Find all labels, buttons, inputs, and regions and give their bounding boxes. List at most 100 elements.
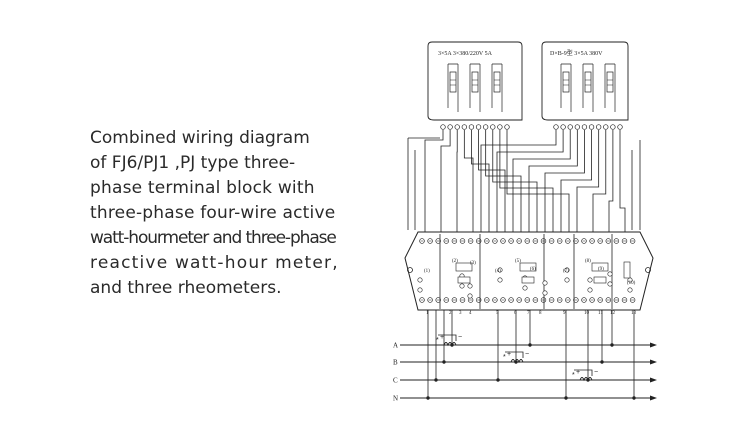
- meter-terminal: [483, 124, 489, 130]
- ct-primary-mark: *: [436, 337, 439, 344]
- caption-line-3: phase terminal block with: [90, 178, 315, 198]
- right-bus-wire: [631, 140, 641, 230]
- active-meter-wire: [440, 130, 451, 238]
- reactive-meter-terminals: [553, 124, 623, 130]
- meter-terminal: [581, 124, 588, 130]
- unit-label-4: (4): [495, 269, 501, 274]
- active-meter-wire: [492, 130, 538, 238]
- inner-terminal: [564, 267, 570, 273]
- active-meter-coils: [447, 63, 503, 112]
- inner-terminal: [467, 293, 473, 299]
- caption-line-2: of FJ6/PJ1 ,PJ type three-: [90, 153, 296, 173]
- wire-layer: [407, 130, 641, 400]
- current-transformers: *+−*+−*+−: [436, 334, 598, 382]
- coil-leads: [469, 63, 481, 112]
- terminal-number: 2: [449, 311, 452, 316]
- mount-hole-left: [407, 267, 413, 273]
- reactive-meter-label: D×B-9型 3×5A 380V: [550, 49, 603, 57]
- terminal-block: (1) (2) (3) (4) (5) (6) (7) (8) (9) (10)…: [404, 231, 654, 316]
- meter-terminal: [504, 124, 510, 130]
- terminal-number: 9: [563, 311, 566, 316]
- caption-line-5: watt-hourmeter and three-phase: [90, 228, 337, 248]
- unit-label-5: (5): [515, 259, 521, 264]
- coil-leads: [582, 63, 594, 112]
- meter-terminal: [567, 124, 573, 130]
- inner-terminal: [417, 287, 423, 293]
- meter-terminal: [475, 124, 482, 130]
- coil-leads: [491, 63, 503, 112]
- active-meter-wire: [499, 130, 554, 238]
- caption-line-1: Combined wiring diagram: [90, 128, 310, 148]
- unit-label-2: (2): [452, 259, 458, 264]
- link-bar: [593, 276, 607, 284]
- inner-terminal: [607, 271, 613, 277]
- meter-terminal: [588, 124, 595, 130]
- coil: [471, 71, 479, 93]
- phase-label: A: [393, 342, 398, 350]
- meter-terminal: [610, 124, 616, 130]
- unit-label-3: (3): [470, 261, 476, 266]
- caption-line-6: reactive watt-hour meter,: [90, 253, 339, 273]
- terminal-number: 7: [527, 311, 530, 316]
- reactive-meter-wire: [496, 130, 564, 238]
- ct-coil-2: [510, 359, 524, 364]
- coil: [562, 71, 570, 93]
- coil-leads: [560, 63, 572, 112]
- mount-hole-right: [645, 267, 651, 273]
- active-meter-terminals: [440, 124, 510, 130]
- reactive-meter-wire: [480, 130, 557, 238]
- active-meter-wire: [506, 130, 570, 238]
- ct-minus-mark: −: [525, 351, 529, 358]
- ct-secondary-lead: [505, 351, 524, 358]
- inner-terminal: [627, 287, 633, 293]
- terminal-number: 3: [459, 311, 462, 316]
- meter-terminal: [490, 124, 496, 130]
- meter-terminal: [468, 124, 475, 130]
- diagram-caption: Combined wiring diagram of FJ6/PJ1 ,PJ t…: [90, 126, 340, 301]
- left-bus-wire: [407, 137, 440, 230]
- inner-terminal: [417, 277, 423, 283]
- reactive-meter-coils: [560, 63, 616, 112]
- terminal-number: 6: [514, 311, 517, 316]
- meter-terminal: [553, 124, 559, 130]
- ct-coil-1: [443, 342, 457, 347]
- phase-arrow: [650, 359, 657, 365]
- reactive-meter-wire: [592, 130, 607, 238]
- coil-winding: [607, 79, 613, 86]
- ct-secondary-lead: [438, 334, 457, 341]
- terminal-number: 1: [426, 311, 429, 316]
- meter-terminal: [617, 124, 623, 130]
- phase-arrow: [650, 395, 657, 401]
- phase-arrow: [650, 377, 657, 383]
- reactive-meter-wire: [528, 130, 578, 238]
- inner-terminal: [564, 277, 570, 283]
- link-bar: [521, 276, 535, 284]
- coil-leads: [604, 63, 616, 112]
- ct-secondary-mark: +: [507, 351, 511, 358]
- link-bar: [455, 262, 473, 272]
- active-watt-hour-meter: 3×5A 3×380/220V 5A: [427, 41, 523, 130]
- meter-terminal: [603, 124, 609, 130]
- coil-winding: [563, 79, 569, 86]
- coil: [493, 71, 501, 93]
- unit-label-6: (6): [530, 267, 536, 272]
- reactive-meter-wire: [576, 130, 600, 238]
- coil-winding: [494, 79, 500, 86]
- active-meter-wire: [478, 130, 506, 238]
- coil-leads: [447, 63, 459, 112]
- terminal-number: 12: [610, 311, 616, 316]
- terminal-number: 8: [539, 311, 542, 316]
- coil: [449, 71, 457, 93]
- terminal-number: 4: [469, 311, 472, 316]
- phase-label: N: [393, 395, 398, 403]
- inner-terminal: [587, 287, 593, 293]
- ct-secondary-lead: [574, 369, 593, 376]
- meter-terminal: [497, 124, 503, 130]
- ct-primary-mark: *: [572, 372, 575, 379]
- inner-terminal: [497, 277, 503, 283]
- unit-label-7: (7): [563, 269, 569, 274]
- meter-terminal: [461, 124, 467, 130]
- active-meter-wire: [485, 130, 522, 238]
- terminal-number: 13: [631, 311, 637, 316]
